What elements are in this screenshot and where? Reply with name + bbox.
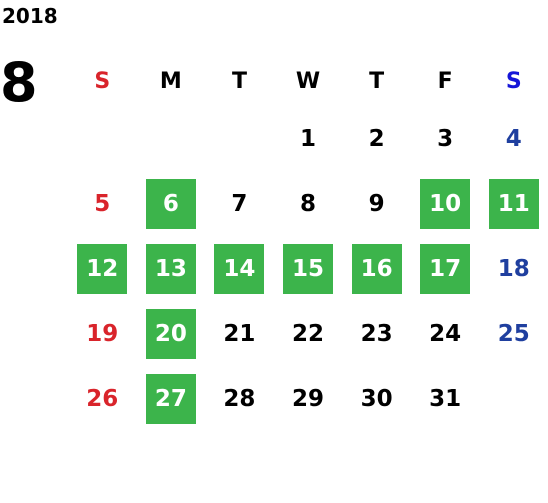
day-number: 22: [292, 320, 325, 347]
day-number: 31: [429, 385, 462, 412]
day-number: 18: [497, 255, 530, 282]
week-row: 1 2 3 4: [68, 106, 548, 171]
day-number: [489, 374, 539, 424]
day-cell-highlighted: 20: [137, 301, 206, 366]
week-row: 5 6 7 8 9 10 11: [68, 171, 548, 236]
day-number: 25: [497, 320, 530, 347]
day-number: [214, 114, 264, 164]
day-cell-highlighted: 16: [342, 236, 411, 301]
day-cell: 28: [205, 366, 274, 431]
calendar-grid: S M T W T F S 1 2 3 4 5 6 7 8 9 10 11 12…: [68, 56, 548, 431]
day-number: 24: [429, 320, 462, 347]
day-cell: 9: [342, 171, 411, 236]
week-row: 12 13 14 15 16 17 18: [68, 236, 548, 301]
day-number: 27: [145, 373, 196, 424]
day-number: 10: [420, 178, 471, 229]
weekday-saturday: S: [505, 68, 522, 94]
day-cell: 8: [274, 171, 343, 236]
weekday-header-row: S M T W T F S: [68, 56, 548, 106]
day-cell-highlighted: 15: [274, 236, 343, 301]
day-number: 7: [231, 190, 248, 217]
day-cell: 2: [342, 106, 411, 171]
day-number: 17: [420, 243, 471, 294]
day-cell: 19: [68, 301, 137, 366]
day-number: 8: [300, 190, 317, 217]
week-row: 26 27 28 29 30 31: [68, 366, 548, 431]
weekday-thursday: T: [369, 68, 385, 94]
day-number: 26: [86, 385, 119, 412]
day-cell: 7: [205, 171, 274, 236]
day-number: 6: [145, 178, 196, 229]
day-number: [146, 114, 196, 164]
day-cell: 25: [479, 301, 548, 366]
day-number: 13: [145, 243, 196, 294]
day-cell: [68, 106, 137, 171]
day-cell: 30: [342, 366, 411, 431]
weekday-monday: M: [159, 68, 182, 94]
year-label: 2018: [2, 4, 58, 28]
day-cell: 24: [411, 301, 480, 366]
day-number: 16: [351, 243, 402, 294]
day-number: 19: [86, 320, 119, 347]
day-cell: 22: [274, 301, 343, 366]
day-number: [77, 114, 127, 164]
day-cell-highlighted: 14: [205, 236, 274, 301]
day-cell-highlighted: 12: [68, 236, 137, 301]
day-cell: 29: [274, 366, 343, 431]
day-number: 28: [223, 385, 256, 412]
weekday-wednesday: W: [295, 68, 321, 94]
day-cell: [479, 366, 548, 431]
day-cell: 31: [411, 366, 480, 431]
day-cell: [205, 106, 274, 171]
weekday-sunday: S: [94, 68, 111, 94]
day-cell: [137, 106, 206, 171]
day-number: 3: [437, 125, 454, 152]
day-cell-highlighted: 10: [411, 171, 480, 236]
day-number: 4: [505, 125, 522, 152]
day-number: 1: [300, 125, 317, 152]
week-row: 19 20 21 22 23 24 25: [68, 301, 548, 366]
day-cell-highlighted: 11: [479, 171, 548, 236]
day-cell: 3: [411, 106, 480, 171]
day-number: 5: [94, 190, 111, 217]
day-cell: 18: [479, 236, 548, 301]
day-cell: 5: [68, 171, 137, 236]
month-number: 8: [0, 51, 38, 114]
day-cell: 26: [68, 366, 137, 431]
day-number: 12: [77, 243, 128, 294]
day-cell: 21: [205, 301, 274, 366]
day-cell-highlighted: 27: [137, 366, 206, 431]
day-number: 2: [368, 125, 385, 152]
day-cell-highlighted: 6: [137, 171, 206, 236]
day-cell: 1: [274, 106, 343, 171]
day-cell-highlighted: 13: [137, 236, 206, 301]
day-number: 23: [360, 320, 393, 347]
day-cell: 4: [479, 106, 548, 171]
day-number: 20: [145, 308, 196, 359]
day-number: 14: [214, 243, 265, 294]
day-number: 15: [283, 243, 334, 294]
day-number: 9: [368, 190, 385, 217]
day-cell-highlighted: 17: [411, 236, 480, 301]
day-cell: 23: [342, 301, 411, 366]
day-number: 30: [360, 385, 393, 412]
weekday-friday: F: [437, 68, 453, 94]
day-number: 29: [292, 385, 325, 412]
day-number: 21: [223, 320, 256, 347]
day-number: 11: [488, 178, 539, 229]
weekday-tuesday: T: [231, 68, 247, 94]
